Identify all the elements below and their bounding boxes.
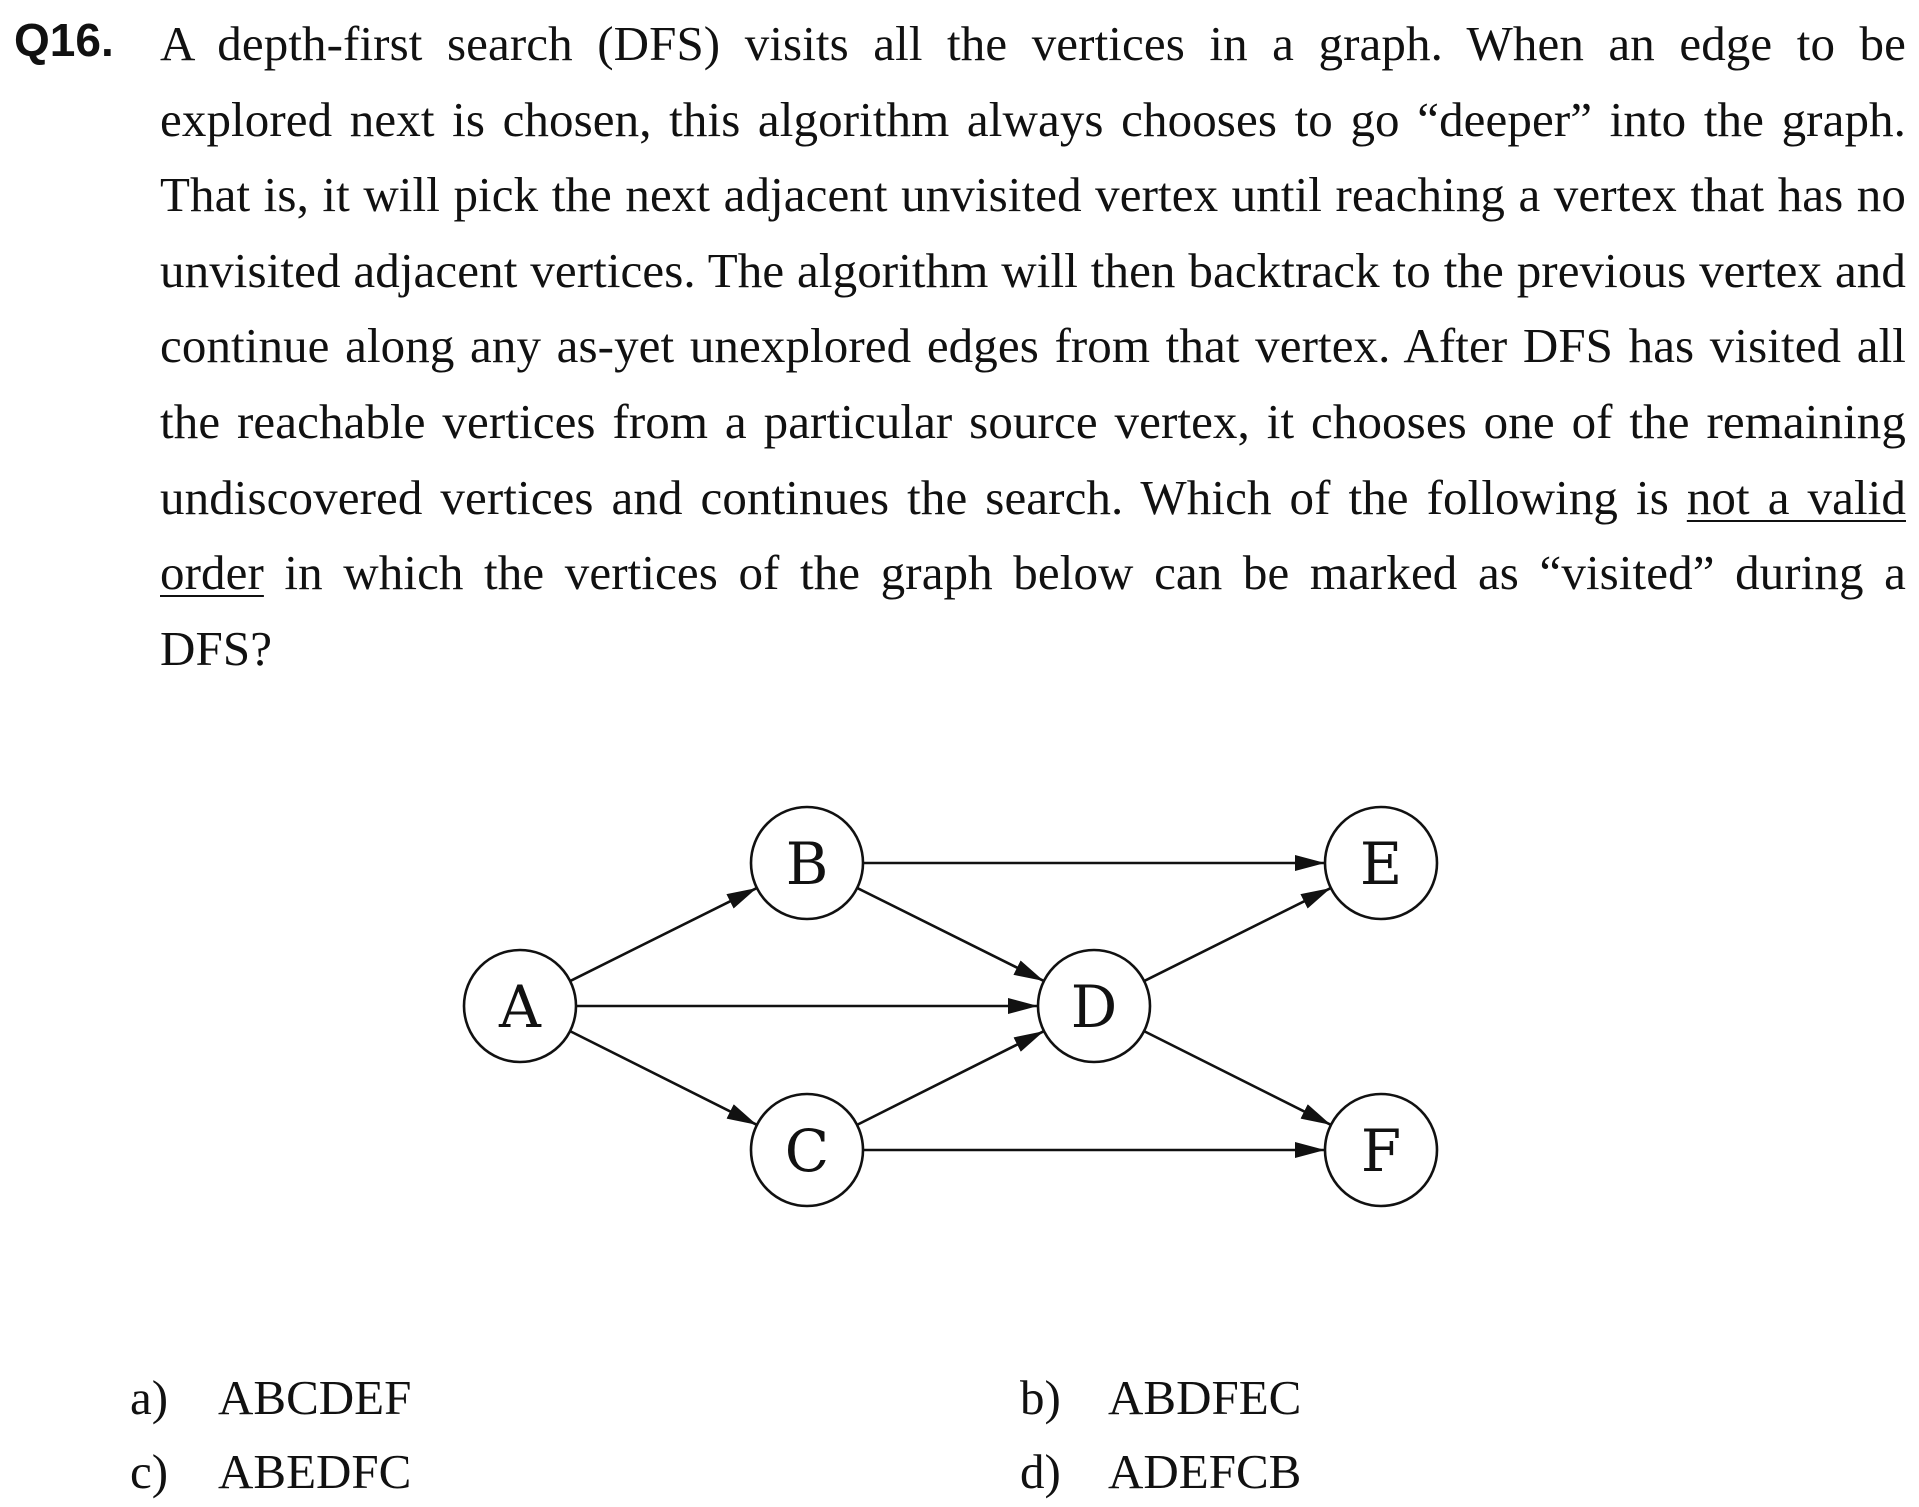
- option-d-letter: d): [1020, 1444, 1061, 1499]
- question-text-part-2: in which the vertices of the graph below…: [160, 545, 1906, 676]
- question-number: Q16.: [14, 14, 114, 66]
- option-d-text: ADEFCB: [1108, 1444, 1302, 1499]
- option-b-text: ABDFEC: [1108, 1370, 1302, 1425]
- option-d: d) ADEFCB: [1020, 1442, 1301, 1502]
- option-c: c) ABEDFC: [130, 1442, 411, 1502]
- question-text: A depth-first search (DFS) visits all th…: [160, 6, 1906, 686]
- question-text-part-1: A depth-first search (DFS) visits all th…: [160, 16, 1906, 525]
- option-a-text: ABCDEF: [218, 1370, 412, 1425]
- question-underlined-phrase: not a valid order: [160, 469, 1906, 601]
- option-b: b) ABDFEC: [1020, 1368, 1301, 1428]
- option-b-letter: b): [1020, 1370, 1061, 1425]
- option-c-letter: c): [130, 1444, 169, 1499]
- option-a-letter: a): [130, 1370, 169, 1425]
- option-c-text: ABEDFC: [218, 1444, 412, 1499]
- option-a: a) ABCDEF: [130, 1368, 411, 1428]
